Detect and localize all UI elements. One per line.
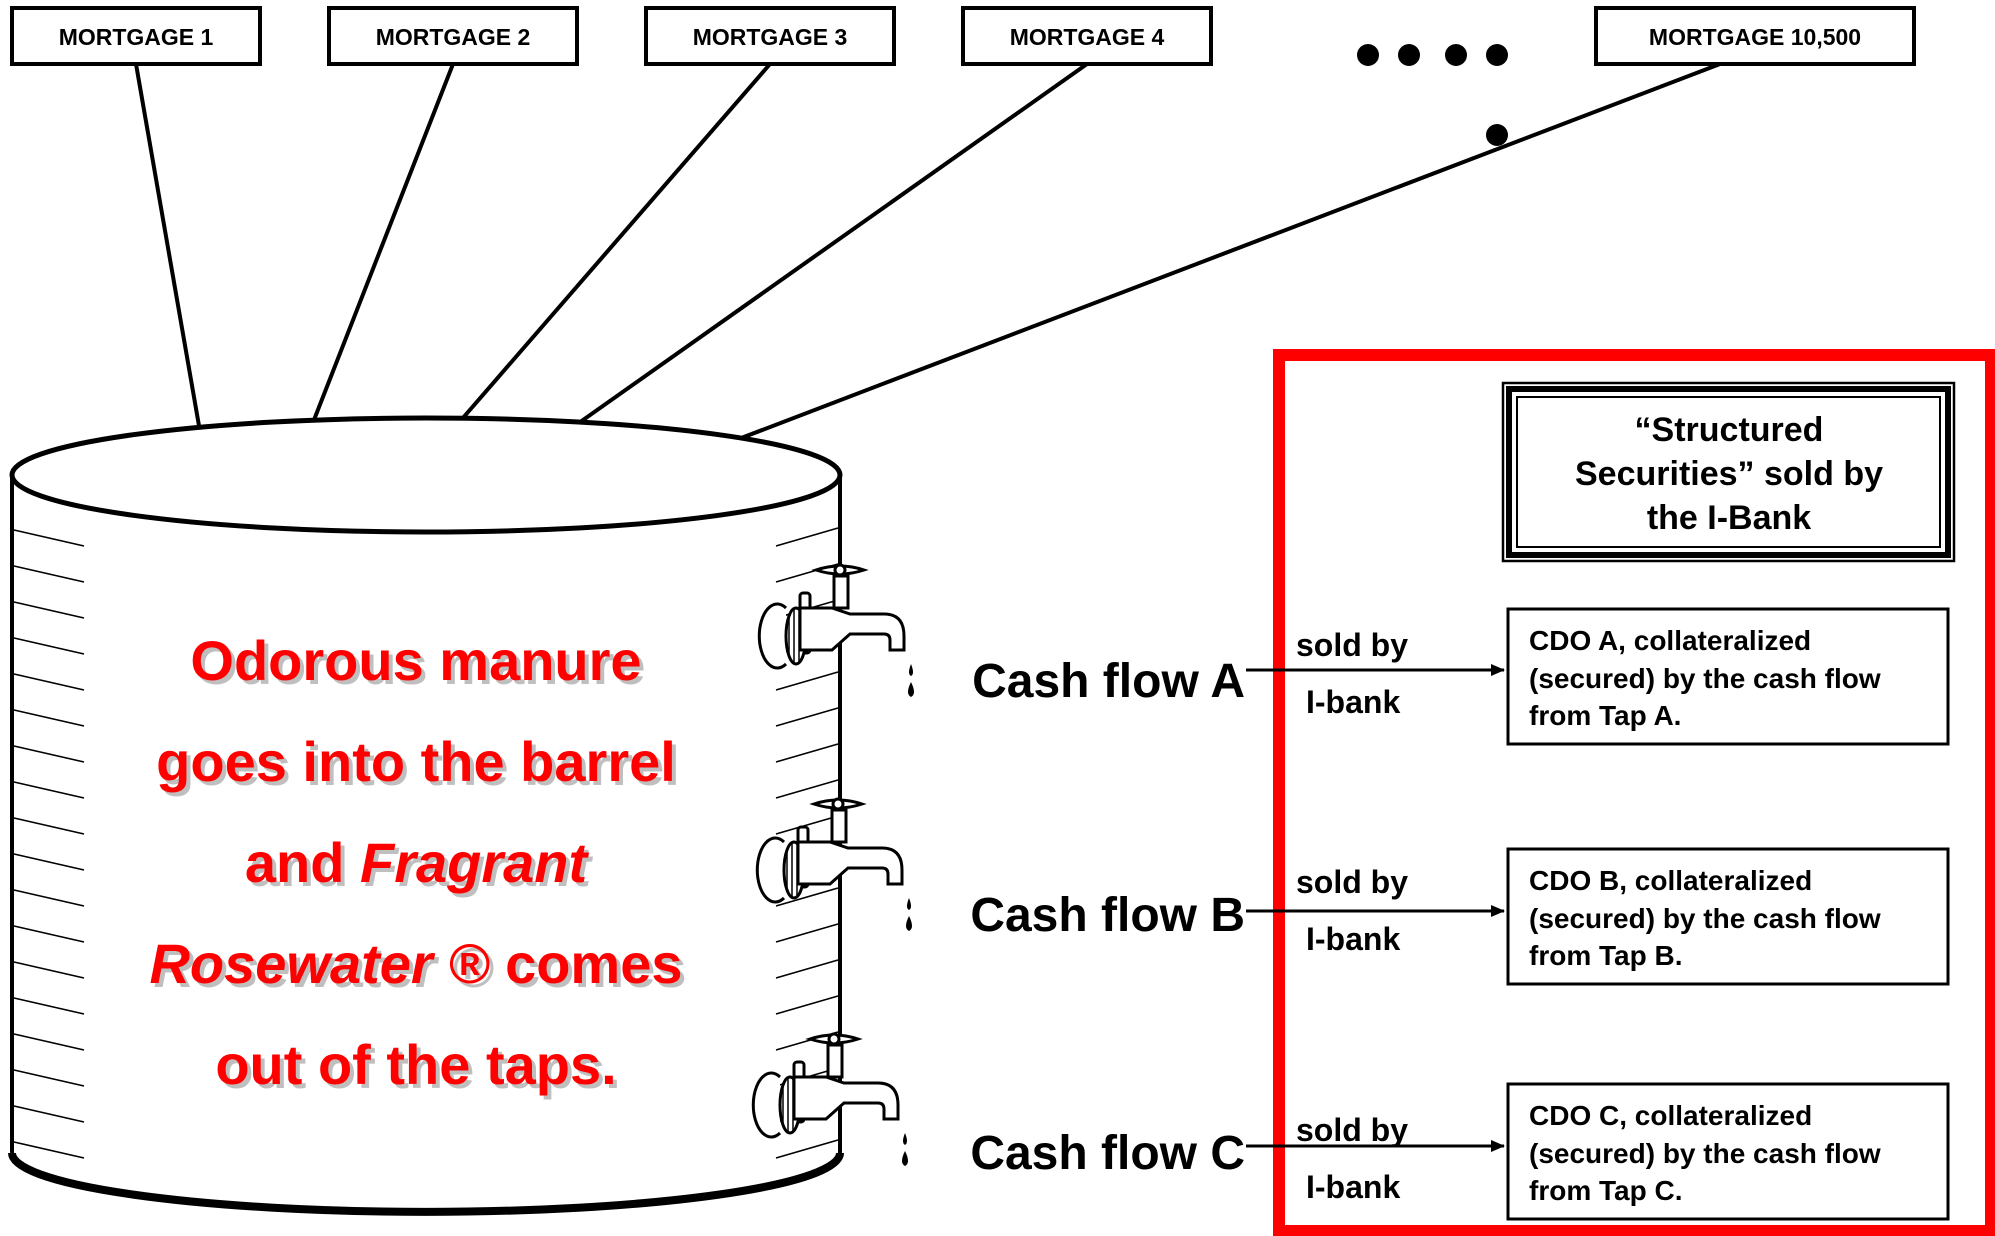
cdo-text-line-1: CDO B, collateralized <box>1529 865 1812 896</box>
barrel-text-line-1: Odorous manure <box>190 629 641 692</box>
cdo-text-line-2: (secured) by the cash flow <box>1529 663 1881 694</box>
mortgage-label: MORTGAGE 2 <box>376 24 531 50</box>
i-bank-label: I-bank <box>1306 684 1400 720</box>
mortgage-box-3: MORTGAGE 3 <box>646 8 894 64</box>
cdo-text-line-1: CDO A, collateralized <box>1529 625 1811 656</box>
cdo-text-line-2: (secured) by the cash flow <box>1529 1138 1881 1169</box>
cdo-text-line-3: from Tap A. <box>1529 700 1681 731</box>
cdo-text-line-3: from Tap C. <box>1529 1175 1682 1206</box>
mortgage-label: MORTGAGE 1 <box>59 24 214 50</box>
ellipsis-dots-icon <box>1357 44 1508 146</box>
sold-by-label: sold by <box>1296 864 1408 900</box>
sold-by-label: sold by <box>1296 627 1408 663</box>
cash-flow-label: Cash flow B <box>970 889 1245 942</box>
structured-title-line-1: “Structured <box>1635 411 1824 449</box>
sold-by-label: sold by <box>1296 1112 1408 1148</box>
mortgage-label: MORTGAGE 10,500 <box>1649 24 1861 50</box>
mortgage-box-2: MORTGAGE 2 <box>329 8 577 64</box>
arrow-mortgage-1 <box>136 64 206 466</box>
mortgage-label: MORTGAGE 4 <box>1010 24 1165 50</box>
flow-b: Cash flow B sold by I-bank CDO B, collat… <box>970 849 1948 984</box>
cash-flow-label: Cash flow C <box>970 1127 1245 1180</box>
arrow-mortgage-2 <box>296 64 453 466</box>
mortgage-label: MORTGAGE 3 <box>693 24 848 50</box>
arrow-mortgage-3 <box>436 64 770 449</box>
structured-securities-box: “Structured Securities” sold by the I-Ba… <box>1503 383 1954 561</box>
structured-title-line-2: Securities” sold by <box>1575 455 1883 493</box>
mortgage-box-1: MORTGAGE 1 <box>12 8 260 64</box>
arrow-mortgage-4 <box>542 64 1087 449</box>
water-drop-icon <box>909 664 913 676</box>
barrel-text-line-4: Rosewater ® comes <box>149 932 682 995</box>
barrel-text-line-5: out of the taps. <box>215 1033 616 1096</box>
cash-flow-label: Cash flow A <box>972 655 1245 708</box>
flow-c: Cash flow C sold by I-bank CDO C, collat… <box>970 1084 1948 1219</box>
mortgage-box-10500: MORTGAGE 10,500 <box>1596 8 1914 64</box>
water-drop-icon <box>908 682 914 697</box>
cdo-text-line-2: (secured) by the cash flow <box>1529 903 1881 934</box>
i-bank-label: I-bank <box>1306 921 1400 957</box>
cdo-text-line-1: CDO C, collateralized <box>1529 1100 1812 1131</box>
flow-a: Cash flow A sold by I-bank CDO A, collat… <box>972 609 1948 744</box>
structured-title-line-3: the I-Bank <box>1647 499 1811 537</box>
barrel-text-line-3: and Fragrant <box>245 831 590 894</box>
i-bank-label: I-bank <box>1306 1169 1400 1205</box>
mortgage-box-4: MORTGAGE 4 <box>963 8 1211 64</box>
barrel-text-line-2: goes into the barrel <box>156 730 676 793</box>
cdo-text-line-3: from Tap B. <box>1529 940 1682 971</box>
mortgage-arrows <box>136 64 1720 466</box>
